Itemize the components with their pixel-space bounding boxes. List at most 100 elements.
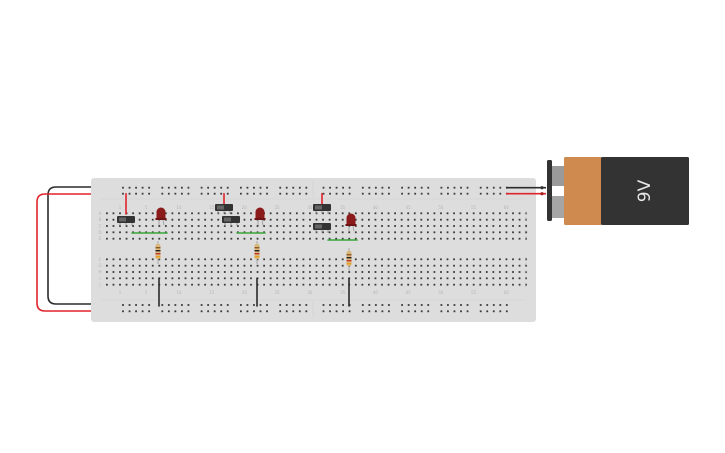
rail-hole[interactable]	[174, 310, 177, 313]
hole[interactable]	[453, 283, 455, 286]
rail-hole[interactable]	[200, 186, 203, 189]
hole[interactable]	[197, 218, 200, 221]
hole[interactable]	[204, 231, 207, 234]
hole[interactable]	[479, 283, 482, 286]
hole[interactable]	[341, 258, 344, 261]
hole[interactable]	[426, 258, 429, 261]
hole[interactable]	[243, 258, 246, 261]
hole[interactable]	[276, 264, 279, 267]
hole[interactable]	[446, 225, 449, 227]
hole[interactable]	[420, 231, 423, 234]
hole[interactable]	[145, 283, 148, 286]
rail-hole[interactable]	[361, 310, 364, 313]
hole[interactable]	[295, 283, 298, 286]
hole[interactable]	[387, 283, 390, 286]
slide-switch[interactable]	[117, 216, 135, 226]
hole[interactable]	[295, 225, 298, 227]
hole[interactable]	[217, 277, 220, 280]
rail-hole[interactable]	[420, 310, 423, 313]
hole[interactable]	[237, 237, 239, 240]
hole[interactable]	[407, 271, 410, 273]
hole[interactable]	[178, 218, 180, 221]
hole[interactable]	[485, 212, 488, 215]
hole[interactable]	[164, 212, 167, 215]
rail-hole[interactable]	[335, 304, 338, 306]
rail-hole[interactable]	[420, 186, 423, 189]
hole[interactable]	[263, 237, 265, 240]
rail-hole[interactable]	[292, 192, 295, 195]
rail-hole[interactable]	[401, 304, 403, 306]
hole[interactable]	[426, 218, 429, 221]
rail-hole[interactable]	[348, 186, 351, 189]
hole[interactable]	[106, 283, 108, 286]
hole[interactable]	[499, 231, 501, 234]
hole[interactable]	[446, 271, 449, 273]
hole[interactable]	[499, 218, 501, 221]
hole[interactable]	[335, 212, 338, 215]
hole[interactable]	[472, 231, 475, 234]
hole[interactable]	[237, 277, 239, 280]
hole[interactable]	[322, 231, 324, 234]
hole[interactable]	[250, 212, 252, 215]
hole[interactable]	[459, 271, 462, 273]
hole[interactable]	[237, 225, 239, 227]
hole[interactable]	[164, 271, 167, 273]
hole[interactable]	[446, 277, 449, 280]
hole[interactable]	[446, 231, 449, 234]
rail-hole[interactable]	[447, 192, 449, 195]
hole[interactable]	[440, 237, 442, 240]
hole[interactable]	[125, 283, 128, 286]
hole[interactable]	[289, 264, 292, 267]
hole[interactable]	[328, 237, 331, 240]
hole[interactable]	[125, 264, 128, 267]
hole[interactable]	[472, 212, 475, 215]
rail-hole[interactable]	[368, 310, 371, 313]
hole[interactable]	[256, 271, 259, 273]
rail-hole[interactable]	[207, 304, 210, 306]
rail-hole[interactable]	[492, 186, 495, 189]
hole[interactable]	[459, 237, 462, 240]
hole[interactable]	[204, 258, 207, 261]
hole[interactable]	[361, 218, 364, 221]
rail-hole[interactable]	[466, 310, 469, 313]
rail-hole[interactable]	[167, 310, 170, 313]
hole[interactable]	[132, 283, 134, 286]
rail-hole[interactable]	[486, 192, 489, 195]
hole[interactable]	[407, 218, 410, 221]
hole[interactable]	[518, 237, 521, 240]
rail-hole[interactable]	[128, 192, 131, 195]
hole[interactable]	[315, 277, 318, 280]
rail-hole[interactable]	[440, 304, 443, 306]
rail-hole[interactable]	[161, 304, 164, 306]
hole[interactable]	[440, 225, 442, 227]
hole[interactable]	[282, 264, 285, 267]
hole[interactable]	[426, 225, 429, 227]
rail-hole[interactable]	[329, 186, 331, 189]
hole[interactable]	[138, 283, 141, 286]
hole[interactable]	[151, 218, 154, 221]
hole[interactable]	[525, 277, 527, 280]
hole[interactable]	[400, 258, 403, 261]
rail-hole[interactable]	[329, 192, 331, 195]
hole[interactable]	[217, 271, 220, 273]
rail-hole[interactable]	[305, 186, 308, 189]
hole[interactable]	[125, 231, 128, 234]
hole[interactable]	[204, 283, 207, 286]
hole[interactable]	[217, 225, 220, 227]
hole[interactable]	[197, 277, 200, 280]
hole[interactable]	[518, 231, 521, 234]
hole[interactable]	[191, 277, 193, 280]
hole[interactable]	[505, 277, 508, 280]
battery-9v[interactable]: 9V	[506, 157, 689, 225]
hole[interactable]	[341, 264, 344, 267]
rail-hole[interactable]	[187, 186, 190, 189]
hole[interactable]	[479, 218, 482, 221]
rail-hole[interactable]	[292, 304, 295, 306]
hole[interactable]	[250, 264, 252, 267]
rail-hole[interactable]	[342, 310, 344, 313]
hole[interactable]	[485, 225, 488, 227]
hole[interactable]	[132, 271, 134, 273]
hole[interactable]	[472, 225, 475, 227]
hole[interactable]	[217, 264, 220, 267]
hole[interactable]	[132, 264, 134, 267]
